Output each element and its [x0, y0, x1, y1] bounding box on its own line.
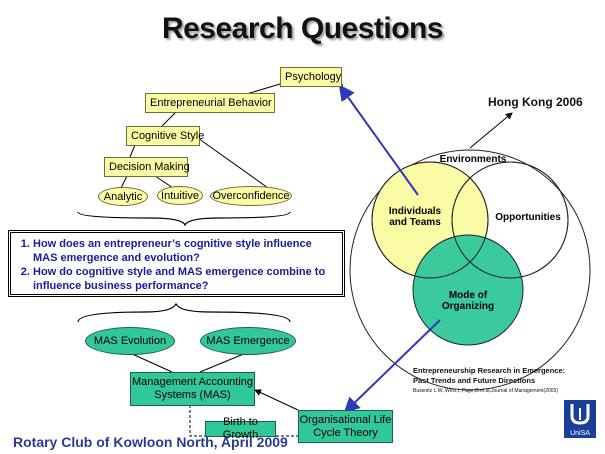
mode-line2: Organizing — [441, 301, 495, 312]
question-1: How does an entrepreneur’s cognitive sty… — [33, 237, 336, 265]
olc-line1: Organisational Life — [299, 413, 392, 426]
mode-circle — [412, 234, 524, 346]
mode-label: Mode of Organizing — [430, 290, 506, 312]
brace-bottom — [77, 302, 291, 323]
mas-connectors — [129, 352, 299, 411]
reference-citation: Entrepreneurship Research in Emergence: … — [413, 366, 598, 396]
brace-top — [77, 211, 291, 227]
individuals-line2: and Teams — [389, 217, 441, 228]
mas-evolution-ellipse: MAS Evolution — [85, 327, 175, 355]
birth-to-growth-box: Birth to Growth — [205, 416, 276, 441]
psychology-arrow — [338, 84, 419, 196]
mode-line1: Mode of — [448, 290, 488, 301]
unisa-logo: UniSA — [564, 400, 596, 438]
mas-system-box: Management Accounting Systems (MAS) — [130, 372, 255, 406]
mas-system-line2: Systems (MAS) — [154, 389, 231, 401]
olc-arrow — [343, 319, 441, 414]
unisa-emblem-icon — [570, 404, 590, 425]
reference-line1: Entrepreneurship Research in Emergence: — [413, 366, 566, 375]
environments-label: Environments — [439, 154, 507, 165]
reference-line3: Busenitz L.W.,West,I.,Page,G.et.al,Journ… — [413, 388, 558, 394]
psychology-box: Psychology — [280, 67, 342, 87]
footer-text: Rotary Club of Kowloon North, April 2009 — [13, 434, 288, 450]
opportunities-label: Opportunities — [495, 212, 561, 223]
mas-system-line1: Management Accounting — [131, 376, 254, 388]
decision-making-box: Decision Making — [104, 157, 190, 177]
analytic-ellipse: Analytic — [98, 187, 148, 206]
page-title: Research Questions — [161, 12, 444, 45]
intuitive-ellipse: Intuitive — [157, 186, 203, 205]
mas-emergence-ellipse: MAS Emergence — [200, 327, 296, 355]
logo-text: UniSA — [570, 430, 590, 437]
birth-dashed-left — [189, 405, 205, 437]
individuals-label: Individuals and Teams — [380, 206, 450, 228]
overconfidence-ellipse: Overconfidence — [210, 186, 292, 206]
individuals-line1: Individuals — [388, 206, 442, 217]
hong-kong-label: Hong Kong 2006 — [488, 95, 583, 109]
reference-line2: Past Trends and Future Directions — [413, 376, 536, 385]
olc-line2: Cycle Theory — [313, 426, 378, 439]
entrepreneurial-behavior-box: Entrepreneurial Behavior — [145, 93, 275, 113]
question-2: How do cognitive style and MAS emergence… — [33, 265, 336, 293]
questions-list: How does an entrepreneur’s cognitive sty… — [17, 237, 336, 293]
olc-theory-box: Organisational Life Cycle Theory — [298, 410, 393, 443]
cognitive-style-box: Cognitive Style — [126, 126, 204, 146]
research-questions-box: How does an entrepreneur’s cognitive sty… — [8, 230, 345, 297]
hk-arrow — [469, 112, 513, 149]
